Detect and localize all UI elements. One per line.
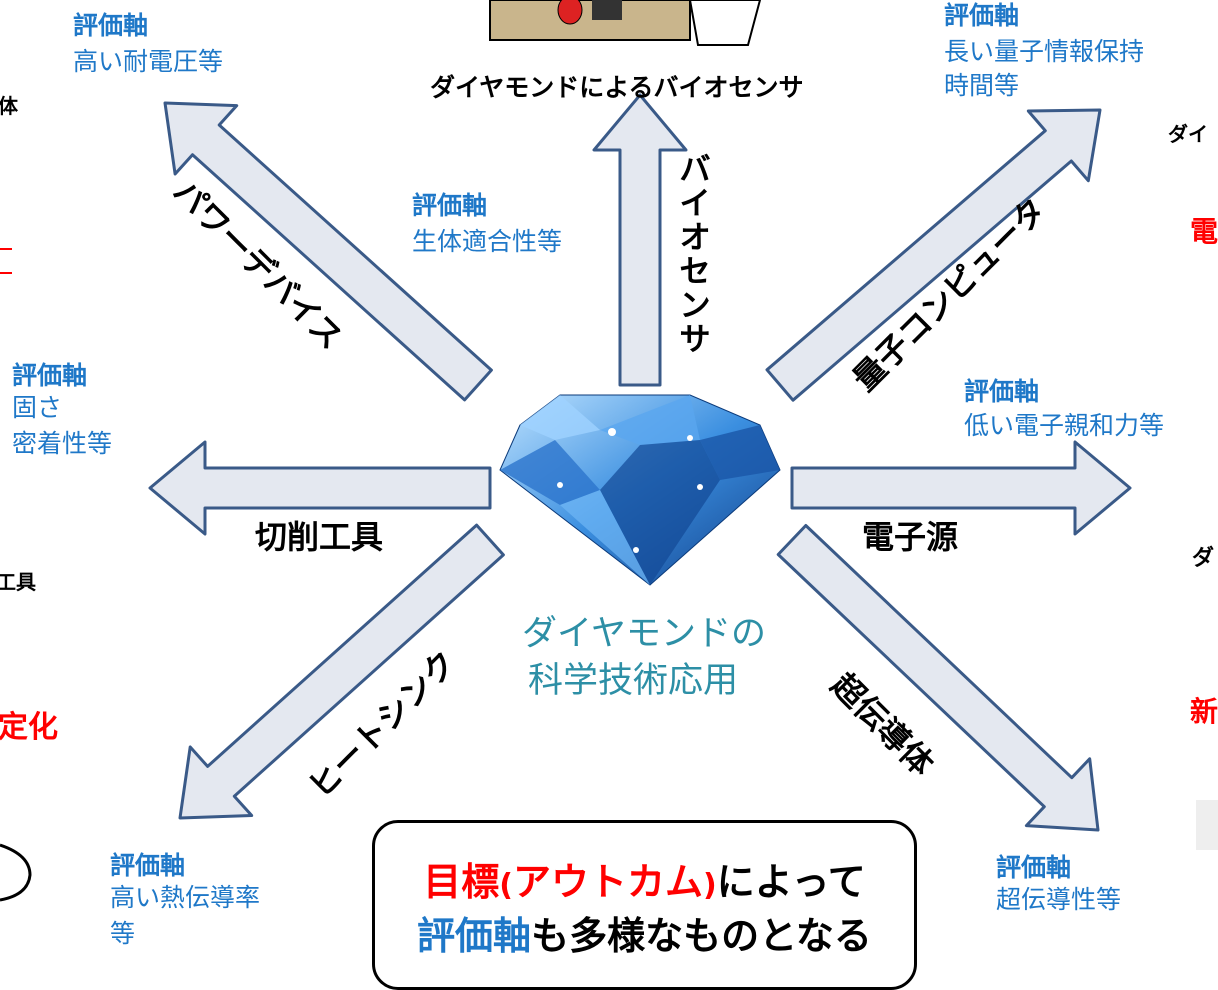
goal-box: 目標(アウトカム)によって 評価軸も多様なものとなる	[372, 820, 917, 990]
biosensor-caption: ダイヤモンドによるバイオセンサ	[430, 73, 804, 102]
center-label-line1: ダイヤモンドの	[522, 614, 766, 654]
axis-heatsink-2: 等	[110, 919, 136, 948]
axis-superconductor-1: 超伝導性等	[996, 885, 1122, 914]
diamond-image	[499, 394, 781, 586]
goal-by: によって	[716, 860, 866, 904]
goal-paren-open: (	[499, 868, 514, 903]
goal-target: 目標	[423, 860, 500, 904]
edge-image-fragment	[1196, 800, 1218, 850]
label-biosensor: バイオセンサ	[674, 152, 712, 356]
axis-heading-bio: 評価軸	[412, 191, 488, 220]
axis-quantum-2: 時間等	[944, 71, 1020, 100]
axis-heading-power: 評価軸	[73, 11, 149, 40]
axis-quantum-1: 長い量子情報保持	[944, 37, 1145, 66]
edge-fragment-right-2: 電	[1190, 215, 1218, 248]
arrow-cutting-tool	[148, 440, 492, 536]
edge-fragment-right-1: ダイ	[1168, 122, 1208, 146]
axis-cutting-2: 密着性等	[12, 429, 113, 458]
axis-heading-cutting: 評価軸	[12, 361, 88, 390]
axis-heading-superconductor: 評価軸	[996, 853, 1072, 882]
edge-fragment-left-1: 体	[0, 94, 18, 118]
axis-heading-quantum: 評価軸	[944, 1, 1020, 30]
biosensor-illustration	[489, 0, 762, 46]
axis-cutting-1: 固さ	[12, 393, 63, 422]
axis-power-1: 高い耐電圧等	[73, 47, 224, 76]
goal-axis: 評価軸	[417, 914, 532, 958]
goal-line1: 目標(アウトカム)によって	[375, 851, 914, 906]
edge-fragment-left-2: 工具	[0, 570, 36, 594]
arrow-quantum-computer	[765, 108, 1102, 402]
axis-heatsink-1: 高い熱伝導率	[110, 883, 261, 912]
goal-outcome: アウトカム	[513, 860, 704, 904]
edge-red-mark-2	[0, 272, 12, 274]
axis-heading-electron: 評価軸	[964, 377, 1040, 406]
edge-red-mark-1	[0, 248, 12, 250]
goal-line2: 評価軸も多様なものとなる	[375, 905, 914, 960]
arrow-electron-source	[790, 440, 1132, 536]
arrow-power-device	[163, 101, 493, 402]
arrows-layer	[0, 0, 1132, 902]
arrow-superconductor	[776, 524, 1100, 832]
arrow-heat-sink	[178, 523, 505, 820]
edge-fragment-right-3: ダ	[1192, 546, 1215, 571]
axis-bio-1: 生体適合性等	[412, 227, 563, 256]
goal-diverse: も多様なものとなる	[531, 914, 872, 958]
edge-fragment-right-4: 新	[1190, 695, 1218, 728]
person-fragment	[0, 843, 32, 902]
goal-paren-close: )	[703, 868, 717, 903]
center-label-line2: 科学技術応用	[528, 661, 739, 701]
axis-electron-1: 低い電子親和力等	[964, 411, 1165, 440]
label-cutting-tool: 切削工具	[255, 518, 384, 556]
label-electron-source: 電子源	[862, 518, 959, 556]
arrow-biosensor	[592, 93, 688, 387]
axis-heading-heatsink: 評価軸	[110, 851, 186, 880]
edge-fragment-left-3: 定化	[0, 710, 58, 745]
